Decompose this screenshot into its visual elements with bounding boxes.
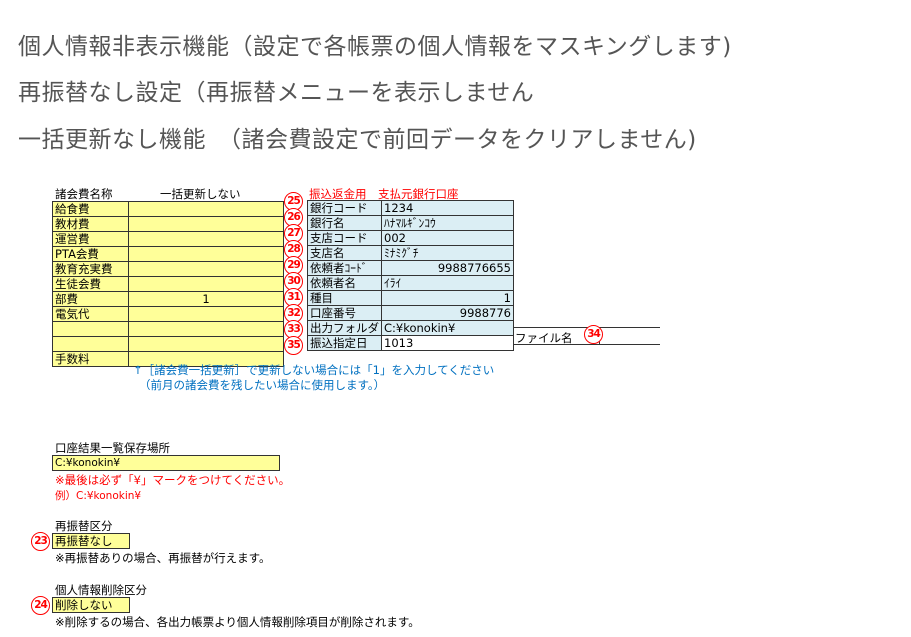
number-badge-30: 30	[284, 272, 303, 291]
number-badge-28: 28	[284, 240, 303, 259]
fee-value-cell[interactable]	[128, 231, 284, 247]
fee-row: 教材費	[52, 216, 284, 232]
bank-label-cell: 銀行名	[307, 215, 382, 231]
bank-label-cell: 銀行コード	[307, 200, 382, 216]
fee-value-cell[interactable]	[128, 306, 284, 322]
fee-row	[52, 336, 284, 352]
bank-label-cell: 依頼者名	[307, 275, 382, 291]
fee-value-cell[interactable]	[128, 201, 284, 217]
retransfer-note: ※再振替ありの場合、再振替が行えます。	[55, 551, 271, 565]
number-badge-33: 33	[284, 320, 303, 339]
number-badge-25: 25	[284, 192, 303, 211]
fee-name-cell[interactable]: 教材費	[52, 216, 129, 232]
number-badge-23: 23	[31, 532, 50, 551]
retransfer-select[interactable]: 再振替なし	[52, 533, 130, 549]
fee-name-cell[interactable]: 給食費	[52, 201, 129, 217]
bank-row: 依頼者名ｲﾗｲ	[307, 275, 514, 291]
bank-row: 銀行名ﾊﾅﾏﾙｷﾞﾝｺｳ	[307, 215, 514, 231]
save-location-input[interactable]: C:¥konokin¥	[52, 455, 280, 471]
bank-value-cell[interactable]: ｲﾗｲ	[381, 275, 514, 291]
bank-value-cell[interactable]: 002	[381, 230, 514, 246]
fee-name-cell[interactable]	[52, 321, 129, 337]
bank-label-cell: 支店コード	[307, 230, 382, 246]
fee-name-cell[interactable]: 手数料	[52, 351, 129, 367]
number-badge-24: 24	[31, 596, 50, 615]
fee-note-2: （前月の諸会費を残したい場合に使用します。）	[139, 378, 386, 392]
fee-value-cell[interactable]	[128, 321, 284, 337]
fee-row: 給食費	[52, 201, 284, 217]
heading-bulk-update-feature: 一括更新なし機能 （諸会費設定で前回データをクリアしません)	[18, 127, 697, 153]
fee-row	[52, 321, 284, 337]
bank-label-cell: 依頼者ｺｰﾄﾞ	[307, 260, 382, 276]
fee-value-cell[interactable]	[128, 216, 284, 232]
filename-input[interactable]	[599, 328, 661, 344]
fee-value-cell[interactable]	[128, 261, 284, 277]
fee-name-cell[interactable]: 教育充実費	[52, 261, 129, 277]
filename-label: ファイル名	[515, 331, 573, 345]
number-badge-31: 31	[284, 288, 303, 307]
save-location-warning: ※最後は必ず「¥」マークをつけてください。	[55, 473, 291, 487]
bank-label-cell: 出力フォルダ	[307, 320, 382, 336]
fee-row: 教育充実費	[52, 261, 284, 277]
bank-value-cell[interactable]: 1013	[381, 335, 514, 351]
bank-value-cell[interactable]: 1	[381, 290, 514, 306]
number-badge-29: 29	[284, 256, 303, 275]
no-bulk-update-header: 一括更新しない	[160, 187, 241, 201]
fee-row: 生徒会費	[52, 276, 284, 292]
bank-value-cell[interactable]: 9988776	[381, 305, 514, 321]
privacy-delete-select[interactable]: 削除しない	[52, 597, 130, 613]
bank-section-title: 振込返金用 支払元銀行口座	[309, 187, 459, 201]
number-badge-26: 26	[284, 208, 303, 227]
bank-label-cell: 支店名	[307, 245, 382, 261]
bank-label-cell: 口座番号	[307, 305, 382, 321]
number-badge-35: 35	[284, 336, 303, 355]
bank-value-cell[interactable]: ﾊﾅﾏﾙｷﾞﾝｺｳ	[381, 215, 514, 231]
bank-row: 支店名ﾐﾅﾐｸﾞﾁ	[307, 245, 514, 261]
fee-name-cell[interactable]: 電気代	[52, 306, 129, 322]
fee-name-cell[interactable]	[52, 336, 129, 352]
bank-value-cell[interactable]: ﾐﾅﾐｸﾞﾁ	[381, 245, 514, 261]
fee-value-cell[interactable]	[128, 246, 284, 262]
retransfer-label: 再振替区分	[55, 519, 113, 533]
bank-value-cell[interactable]: C:¥konokin¥	[381, 320, 514, 336]
heading-retransfer-setting: 再振替なし設定（再振替メニューを表示しません	[18, 80, 535, 106]
privacy-delete-note: ※削除するの場合、各出力帳票より個人情報削除項目が削除されます。	[55, 615, 420, 629]
bank-label-cell: 振込指定日	[307, 335, 382, 351]
bank-value-cell[interactable]: 9988776655	[381, 260, 514, 276]
fee-note-1: ↑［諸会費一括更新］で更新しない場合には「1」を入力してください	[133, 363, 495, 377]
fee-row: 手数料	[52, 351, 284, 367]
number-badge-34: 34	[584, 325, 603, 344]
fee-name-cell[interactable]: 部費	[52, 291, 129, 307]
fee-value-cell[interactable]: 1	[128, 291, 284, 307]
fee-name-cell[interactable]: 運営費	[52, 231, 129, 247]
fee-row: PTA会費	[52, 246, 284, 262]
fee-name-cell[interactable]: 生徒会費	[52, 276, 129, 292]
fee-value-cell[interactable]	[128, 336, 284, 352]
fee-name-header: 諸会費名称	[55, 187, 113, 201]
fee-value-cell[interactable]	[128, 351, 284, 367]
save-location-label: 口座結果一覧保存場所	[55, 441, 170, 455]
save-location-example: 例）C:¥konokin¥	[55, 490, 142, 502]
bank-value-cell[interactable]: 1234	[381, 200, 514, 216]
fee-value-cell[interactable]	[128, 276, 284, 292]
bank-label-cell: 種目	[307, 290, 382, 306]
fee-row: 運営費	[52, 231, 284, 247]
privacy-delete-label: 個人情報削除区分	[55, 583, 147, 597]
fee-name-cell[interactable]: PTA会費	[52, 246, 129, 262]
heading-privacy-feature: 個人情報非表示機能（設定で各帳票の個人情報をマスキングします)	[18, 34, 732, 60]
fee-row: 電気代	[52, 306, 284, 322]
